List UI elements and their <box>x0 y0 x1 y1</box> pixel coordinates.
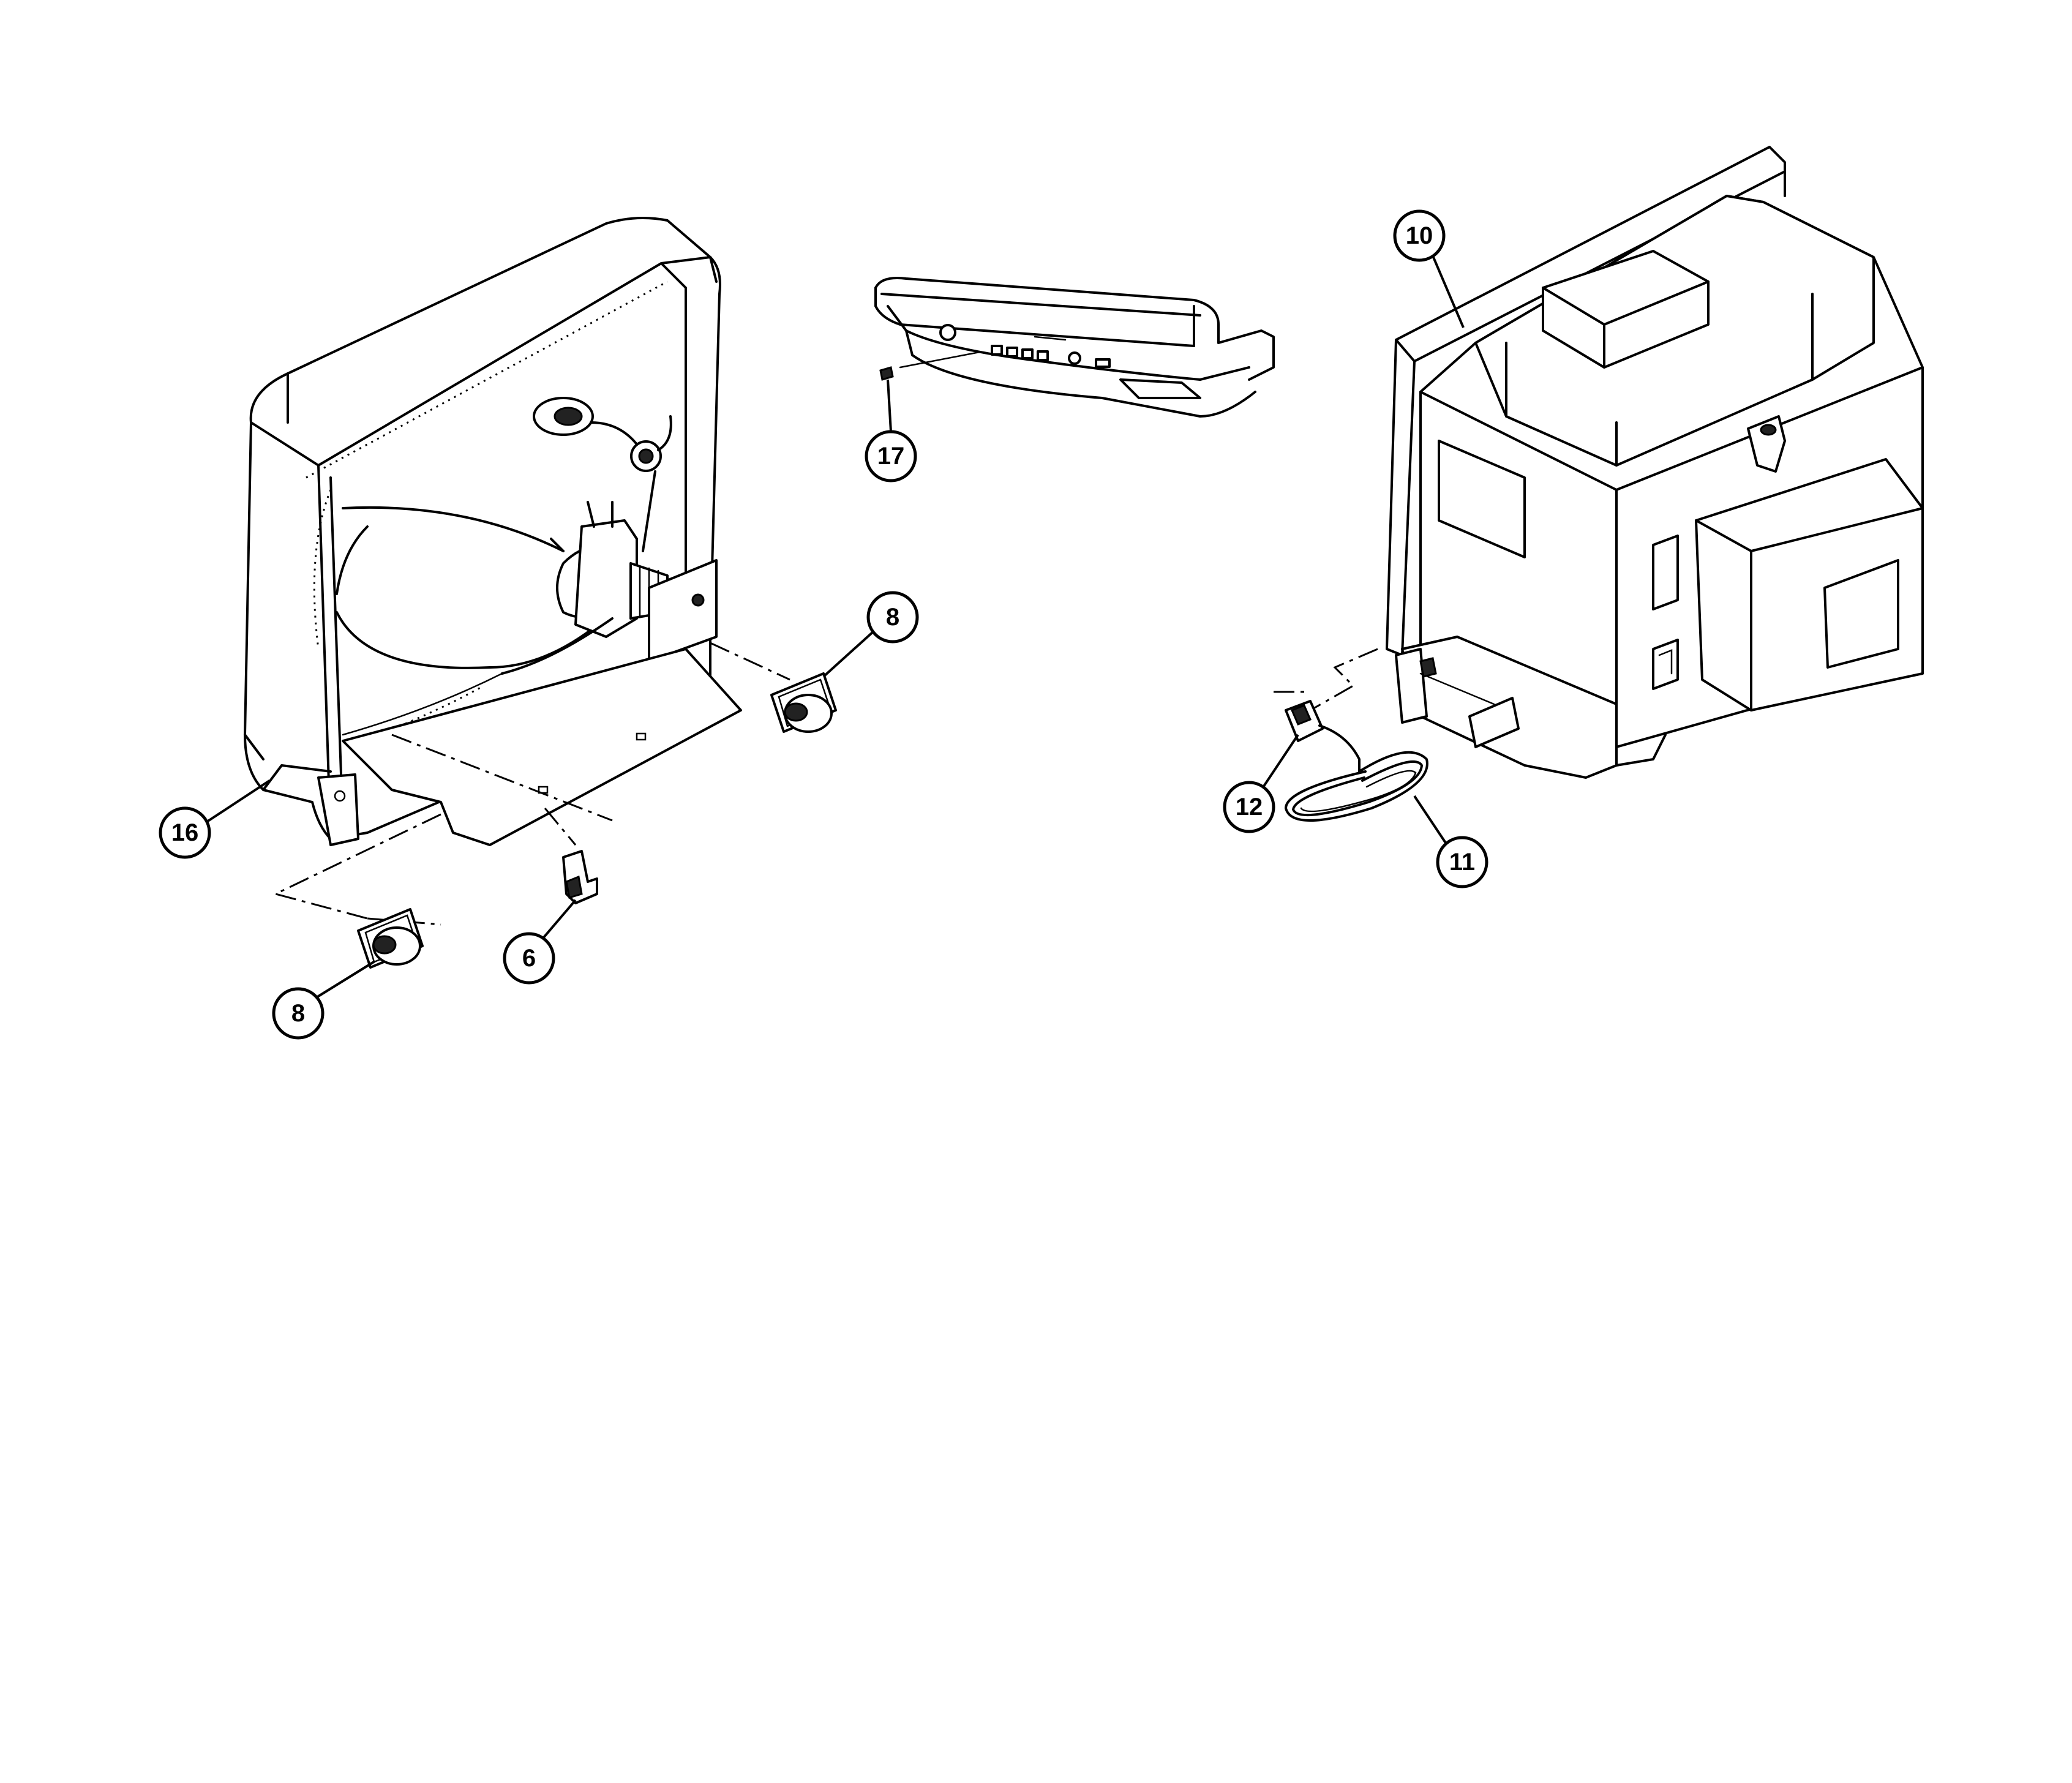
callout-11-label: 11 <box>1449 849 1475 876</box>
callout-8-left: 8 <box>272 960 376 1040</box>
callout-8-right: 8 <box>822 591 919 678</box>
rear-cabinet <box>1274 146 1924 779</box>
power-cord <box>1285 700 1428 822</box>
speaker-left <box>357 908 424 969</box>
callout-6: 6 <box>503 899 577 985</box>
clip-part <box>562 850 598 904</box>
callout-16-label: 16 <box>171 819 199 846</box>
callout-6-label: 6 <box>522 945 536 972</box>
callout-11: 11 <box>1413 795 1488 888</box>
callout-10-label: 10 <box>1406 222 1433 249</box>
callout-16: 16 <box>159 779 271 859</box>
callout-12-label: 12 <box>1236 794 1263 820</box>
tv-front-panel <box>874 277 1275 418</box>
callout-8-left-label: 8 <box>291 1000 305 1027</box>
callout-10: 10 <box>1393 209 1465 328</box>
callout-12: 12 <box>1223 734 1299 833</box>
callout-17-label: 17 <box>877 443 905 470</box>
callout-17: 17 <box>865 379 917 482</box>
front-cabinet-assembly <box>244 217 790 926</box>
speaker-right <box>770 672 837 733</box>
callout-8-right-label: 8 <box>886 604 899 631</box>
